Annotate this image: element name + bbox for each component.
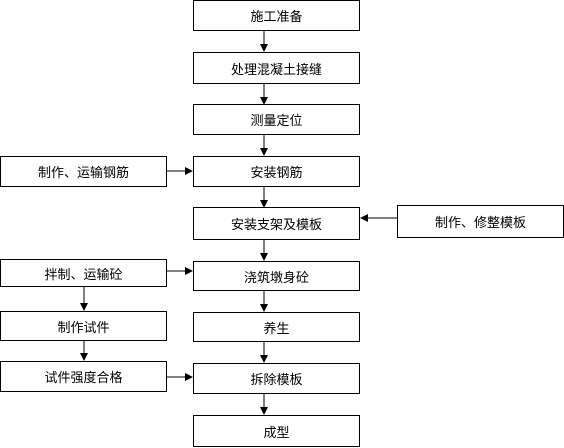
step-anzhuang-muban: 安装支架及模板 <box>193 207 360 240</box>
side-shijian-qiangdu: 试件强度合格 <box>0 361 167 392</box>
step-anzhuang-gangjin: 安装钢筋 <box>193 156 360 187</box>
step-celiang-dingwei: 测量定位 <box>193 104 360 135</box>
side-banzhi: 拌制、运输砼 <box>0 259 167 287</box>
step-chuli-jiefeng: 处理混凝土接缝 <box>193 52 360 84</box>
step-chengxing: 成型 <box>193 415 360 447</box>
step-shigong-zhunbei: 施工准备 <box>193 0 360 31</box>
side-zhizuo-shijian: 制作试件 <box>0 311 167 341</box>
step-chaichu-muban: 拆除模板 <box>193 363 360 394</box>
step-jiaozhu: 浇筑墩身砼 <box>193 261 360 291</box>
side-zhizuo-muban: 制作、修整模板 <box>397 205 564 238</box>
step-yangsheng: 养生 <box>193 312 360 342</box>
side-zhizuo-gangjin: 制作、运输钢筋 <box>0 156 167 187</box>
